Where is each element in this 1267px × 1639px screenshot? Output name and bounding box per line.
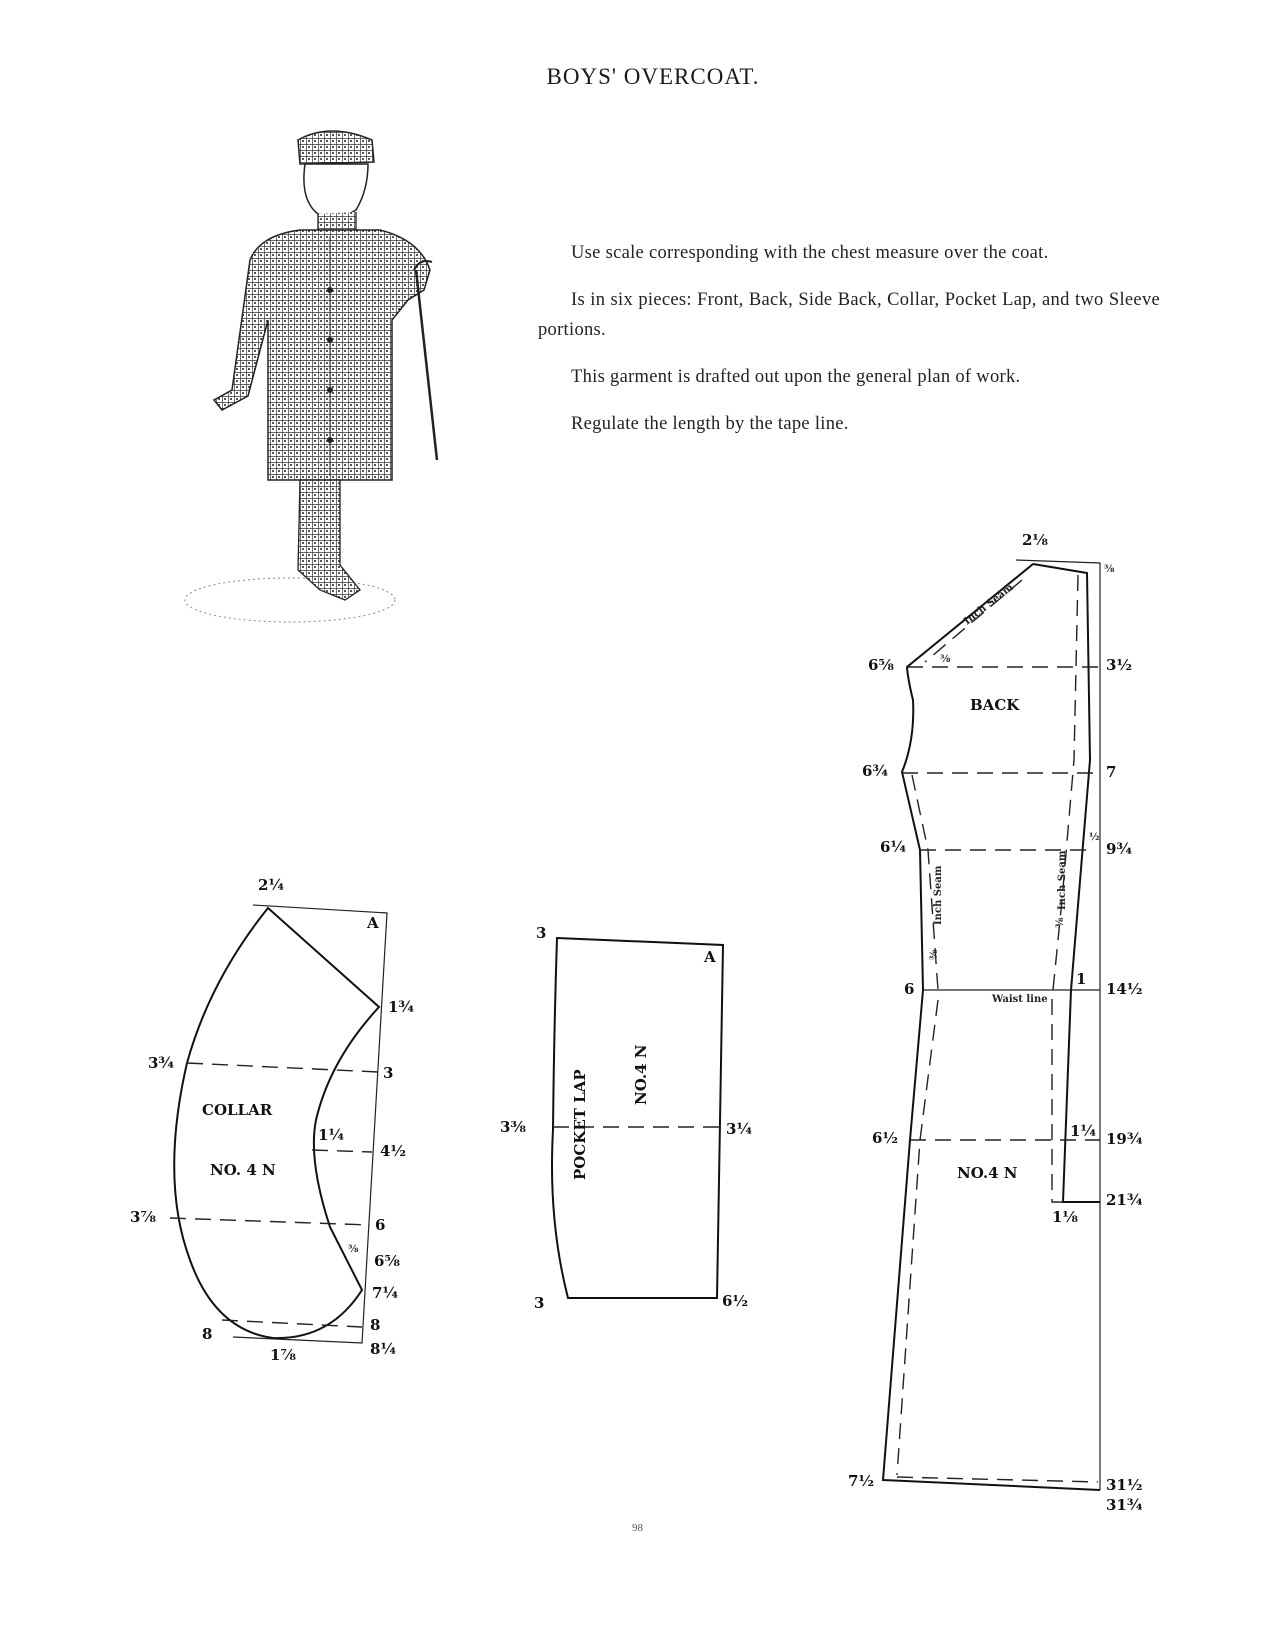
page-title: BOYS' OVERCOAT. [546,64,760,89]
back-label: ½ [1089,832,1099,843]
back-label: 6¾ [862,762,888,780]
back-label: 2⅛ [1022,531,1048,549]
page-number: 98 [632,1522,643,1534]
back-label: 31½ [1106,1476,1143,1494]
instructions: Use scale corresponding with the chest m… [538,238,1160,456]
inch-seam-label: Inch Seam [933,865,944,925]
collar-pattern: 2¼ A 1¾ 3 4½ 6 6⅝ 7¼ 8 8¼ 3¾ 3⅞ 8 1⅞ 1¼ … [130,876,414,1364]
inch-seam-label: Inch Seam [1057,850,1068,910]
collar-label: 1¾ [388,998,414,1016]
back-pattern: 2⅛ ⅜ 6⅝ 6¾ 6¼ 6 6½ 7½ 3½ 7 9¾ 14½ 19¾ 21… [848,531,1143,1514]
collar-label: 3 [383,1064,393,1082]
back-label: 7½ [848,1472,874,1490]
collar-name: COLLAR [202,1101,273,1119]
back-label: 19¾ [1106,1130,1143,1148]
pocket-label: 6½ [722,1292,748,1310]
pocket-label: 3 [534,1294,544,1312]
instruction-paragraph: This garment is drafted out upon the gen… [571,367,1021,387]
back-label: 9¾ [1106,840,1132,858]
back-number: NO.4 N [957,1164,1018,1182]
back-label: 1⅛ [1052,1208,1078,1226]
collar-label: 3¾ [148,1054,174,1072]
back-name: BACK [970,696,1020,714]
back-label: 6⅝ [868,656,894,674]
back-label: 14½ [1106,980,1143,998]
back-label: ⅜ [929,949,940,960]
back-label: 31¾ [1106,1496,1143,1514]
back-label: ⅜ [1104,564,1115,575]
collar-label-top: 2¼ [258,876,284,894]
pocket-label-a: A [703,948,716,966]
boy-illustration [184,130,439,623]
back-label: ⅜ [1055,917,1066,928]
back-label: ⅜ [940,654,951,665]
pocket-label: 3⅜ [500,1118,526,1136]
collar-label: 8¼ [370,1340,396,1358]
back-label: 6½ [872,1129,898,1147]
pocket-label: 3 [536,924,546,942]
collar-label: 8 [202,1325,212,1343]
collar-label: 3⅞ [130,1208,156,1226]
pocket-lap-number: NO.4 N [632,1044,650,1105]
collar-label: 4½ [380,1142,406,1160]
pocket-lap-pattern: 3 A 3⅜ 3¼ 3 6½ POCKET LAP NO.4 N [500,924,752,1312]
collar-label: 1⅞ [270,1346,296,1364]
inch-seam-label: Inch Seam [962,582,1016,628]
collar-label-a: A [366,914,379,932]
back-label: 1¼ [1070,1122,1096,1140]
instruction-paragraph: Regulate the length by the tape line. [571,414,849,434]
pocket-label: 3¼ [726,1120,752,1138]
collar-number: NO. 4 N [210,1161,276,1179]
back-label: 7 [1106,763,1116,781]
collar-label: 6 [375,1216,385,1234]
collar-label: 7¼ [372,1284,398,1302]
collar-label: 6⅝ [374,1252,400,1270]
back-label: 6 [904,980,914,998]
collar-label: ⅜ [348,1244,359,1255]
waist-line-label: Waist line [991,994,1048,1005]
instruction-paragraph: Use scale corresponding with the chest m… [571,243,1049,263]
back-label: 21¾ [1106,1191,1143,1209]
pocket-lap-name: POCKET LAP [571,1069,589,1180]
back-label: 1 [1076,970,1086,988]
collar-label: 1¼ [318,1126,344,1144]
back-label: 3½ [1106,656,1132,674]
collar-label: 8 [370,1316,380,1334]
back-label: 6¼ [880,838,906,856]
instruction-paragraph: Is in six pieces: Front, Back, Side Back… [538,290,1160,340]
